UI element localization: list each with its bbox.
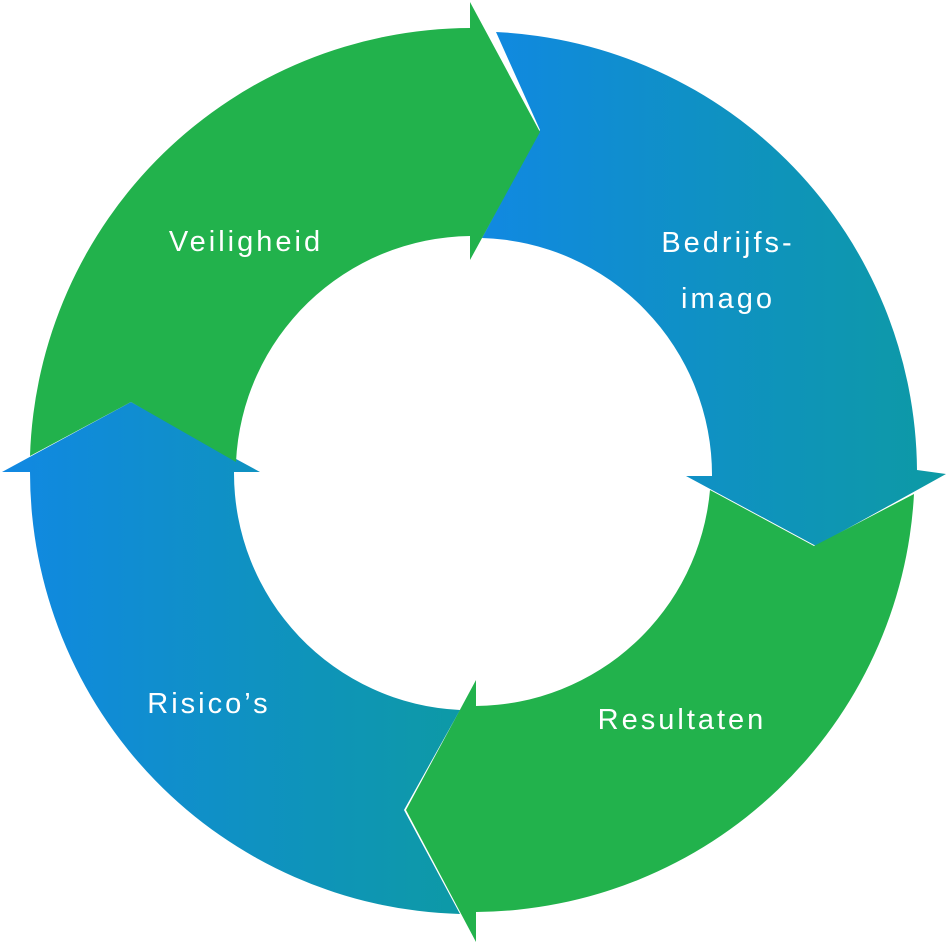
label-bedrijfsimago-line2: imago (681, 283, 775, 315)
label-bedrijfsimago-line1: Bedrijfs- (661, 227, 794, 259)
label-risicos: Risico’s (147, 688, 270, 720)
segment-bedrijfsimago (482, 32, 946, 546)
segment-veiligheid (30, 2, 540, 462)
segment-risicos (2, 402, 460, 914)
label-veiligheid: Veiligheid (169, 226, 323, 258)
label-resultaten: Resultaten (598, 704, 767, 736)
segment-resultaten (406, 490, 914, 942)
